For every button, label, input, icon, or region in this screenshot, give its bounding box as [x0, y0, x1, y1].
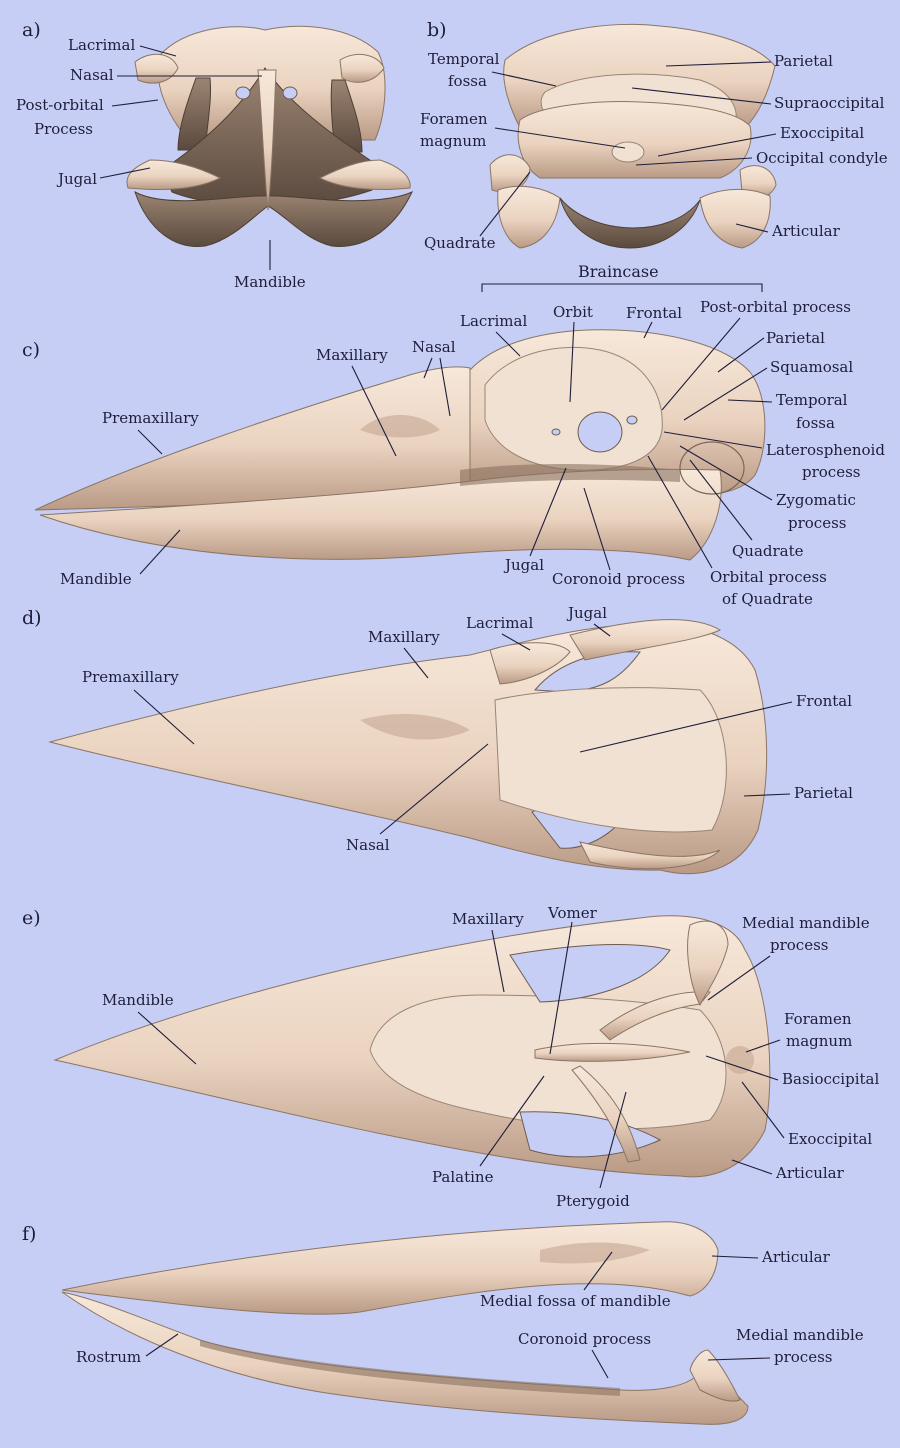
label-postorbital-a-2: Process [34, 120, 93, 138]
label-parietal-b: Parietal [774, 52, 833, 70]
panel-c-label: c) [22, 339, 40, 361]
label-coronoid-c: Coronoid process [552, 570, 685, 588]
label-quadrate-c: Quadrate [732, 542, 804, 560]
label-medial-mandible-e-1: Medial mandible [742, 914, 870, 932]
label-mandible-e: Mandible [102, 991, 174, 1009]
label-foramen-e-1: Foramen [784, 1010, 852, 1028]
label-foramen-b-2: magnum [420, 132, 486, 150]
label-squamosal-c: Squamosal [770, 358, 853, 376]
label-occipital-condyle-b: Occipital condyle [756, 149, 888, 167]
label-postorbital-a-1: Post-orbital [16, 96, 104, 114]
panel-e-label: e) [22, 907, 41, 929]
label-rostrum-f: Rostrum [76, 1348, 141, 1366]
label-nasal-c: Nasal [412, 338, 456, 356]
label-medial-mandible-f-1: Medial mandible [736, 1326, 864, 1344]
label-maxillary-c: Maxillary [316, 346, 388, 364]
label-maxillary-e: Maxillary [452, 910, 524, 928]
label-quadrate-b: Quadrate [424, 234, 496, 252]
label-supraoccipital-b: Supraoccipital [774, 94, 885, 112]
label-parietal-d: Parietal [794, 784, 853, 802]
label-maxillary-d: Maxillary [368, 628, 440, 646]
label-lacrimal-c: Lacrimal [460, 312, 527, 330]
label-orbital-process-c-2: of Quadrate [722, 590, 813, 608]
label-vomer-e: Vomer [547, 904, 598, 922]
label-temporal-fossa-b-1: Temporal [428, 50, 500, 68]
label-jugal-a: Jugal [56, 170, 97, 188]
label-temporal-fossa-c-1: Temporal [776, 391, 848, 409]
label-orbit-c: Orbit [553, 303, 593, 321]
panel-d-label: d) [22, 607, 42, 629]
label-zygomatic-c-2: process [788, 514, 846, 532]
label-laterosphenoid-c-2: process [802, 463, 860, 481]
label-exoccipital-e: Exoccipital [788, 1130, 872, 1148]
label-postorbital-c: Post-orbital process [700, 298, 851, 316]
panel-a-label: a) [22, 19, 41, 41]
label-nasal-a: Nasal [70, 66, 114, 84]
panel-f-label: f) [22, 1223, 36, 1245]
label-medial-mandible-f-2: process [774, 1348, 832, 1366]
label-nasal-d: Nasal [346, 836, 390, 854]
label-parietal-c: Parietal [766, 329, 825, 347]
label-articular-e: Articular [775, 1164, 845, 1182]
label-temporal-fossa-b-2: fossa [448, 72, 487, 90]
label-zygomatic-c-1: Zygomatic [776, 491, 856, 509]
label-palatine-e: Palatine [432, 1168, 494, 1186]
label-foramen-e-2: magnum [786, 1032, 852, 1050]
label-medial-mandible-e-2: process [770, 936, 828, 954]
label-medial-fossa-f: Medial fossa of mandible [480, 1292, 671, 1310]
label-jugal-d: Jugal [566, 604, 607, 622]
label-basioccipital-e: Basioccipital [782, 1070, 879, 1088]
label-articular-f: Articular [761, 1248, 831, 1266]
panel-b-label: b) [427, 19, 447, 41]
label-premaxillary-d: Premaxillary [82, 668, 179, 686]
label-frontal-d: Frontal [796, 692, 852, 710]
label-jugal-c: Jugal [503, 556, 544, 574]
label-coronoid-f: Coronoid process [518, 1330, 651, 1348]
label-exoccipital-b: Exoccipital [780, 124, 864, 142]
label-braincase-c: Braincase [578, 262, 659, 281]
label-lacrimal-d: Lacrimal [466, 614, 533, 632]
label-laterosphenoid-c-1: Laterosphenoid [766, 441, 885, 459]
label-frontal-c: Frontal [626, 304, 682, 322]
label-foramen-b-1: Foramen [420, 110, 488, 128]
label-articular-b: Articular [771, 222, 841, 240]
label-temporal-fossa-c-2: fossa [796, 414, 835, 432]
label-mandible-a: Mandible [234, 273, 306, 291]
label-pterygoid-e: Pterygoid [556, 1192, 630, 1210]
label-mandible-c: Mandible [60, 570, 132, 588]
label-premaxillary-c: Premaxillary [102, 409, 199, 427]
label-lacrimal-a: Lacrimal [68, 36, 135, 54]
label-orbital-process-c-1: Orbital process [710, 568, 827, 586]
